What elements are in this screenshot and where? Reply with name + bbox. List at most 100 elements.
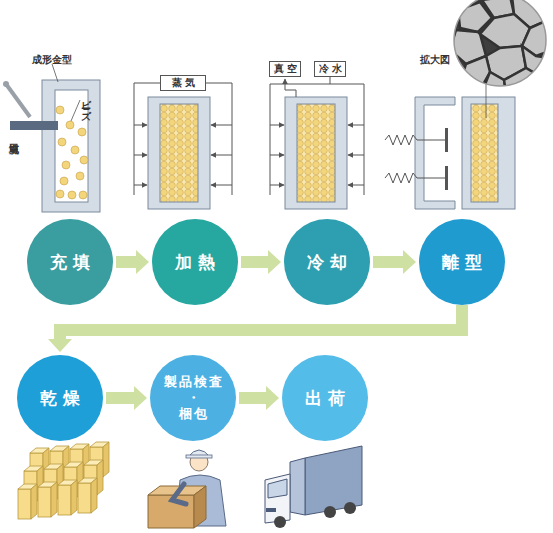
flow-arrow [106,386,147,410]
dried-foam-blocks-part [78,478,97,513]
node-text: 離型 [442,253,488,272]
filling-mold-part-part [79,191,87,199]
arrow-shaft [106,392,134,404]
filling-mold-part-part [76,172,84,180]
foam-magnified-view-part [454,0,546,86]
demolding-mold-part [486,84,487,118]
part-label: 成形金型 [32,54,72,65]
part-label: 拡大図 [420,54,450,65]
node-text: 蒸気 [172,77,198,89]
demolding-mold-part-part [385,173,446,183]
foam-magnified-view-part-part [504,68,546,96]
heating-mold-part [134,83,160,195]
foam-magnified-view-part-part [482,72,506,92]
node-text: 乾燥 [40,389,86,408]
node-text: 出荷 [305,389,351,408]
filling-mold-part-part [62,161,70,169]
dried-foam-blocks-part [38,482,57,517]
cooling-mold [270,77,364,209]
filling-mold [3,64,100,212]
process-step-circle: 出荷 [282,355,368,441]
node-text: 冷却 [307,253,353,272]
process-step-circle: 製品検査 ・ 梱包 [150,355,236,441]
demolding-mold-part [445,128,448,152]
delivery-truck-part [274,516,286,528]
heating-mold-part [134,125,232,185]
cooling-mold-part-part [270,155,284,156]
cooling-mold-part-part [270,185,284,186]
arrow-head [134,386,147,410]
flow-arrow [116,250,149,274]
heating-mold-part [148,97,210,209]
delivery-truck-part [305,446,362,515]
heating-mold-part-part [134,155,147,156]
arrow-head [136,250,149,274]
demolding-mold-part-part [385,135,446,145]
medium-label-box: 真空 [269,61,301,77]
delivery-truck-part [266,508,276,512]
heating-mold-part [160,104,198,202]
filling-mold-part-part [66,121,74,129]
delivery-truck [265,446,362,528]
arrow-head [48,339,72,352]
arrow-shaft [239,392,266,404]
arrow-shaft [116,256,136,268]
arrow-head [266,386,279,410]
cooling-mold-part [330,77,364,195]
process-step-circle: 冷却 [284,219,370,305]
arrow-head [268,250,281,274]
demolding-mold-part [415,97,455,209]
cooling-mold-part [285,79,296,97]
node-text: 冷水 [319,63,345,75]
filling-mold-part [42,80,100,212]
filling-mold-part [56,106,88,199]
cooling-mold-part-part [348,185,364,186]
process-step-circle: 離型 [419,219,505,305]
delivery-truck-part [265,474,290,523]
inspector-figure-part [172,484,186,504]
flow-arrow [48,305,462,352]
demolding-mold-part [385,135,446,183]
cooling-mold-part [270,84,330,195]
arrow-shaft [373,256,403,268]
filling-mold-part-part [78,128,86,136]
heating-mold [134,83,232,209]
dried-foam-blocks-part [58,480,77,515]
filling-mold-part-part [80,156,88,164]
filling-mold-part [10,121,58,130]
filling-mold-part [3,81,9,87]
node-text: 加熱 [175,253,221,272]
part-label: ビーズ [80,92,91,114]
demolding-mold-part [471,104,498,202]
heating-mold-part-part [134,185,147,186]
delivery-truck-part [268,479,287,498]
cooling-mold-part-part [348,155,364,156]
arrow-shaft [241,256,268,268]
dried-foam-blocks-part [18,484,37,519]
arrow-head [403,250,416,274]
filling-mold-part [71,100,80,121]
demolding-mold-part [462,97,515,209]
filling-mold-part-part [56,190,64,198]
inspector-figure-part [186,455,212,458]
inspector-figure [148,450,226,528]
demolding-mold [385,84,515,209]
filling-mold-part-part [68,191,76,199]
process-step-circle: 乾燥 [17,355,103,441]
dried-foam-blocks [18,442,109,519]
cooling-mold-part-part [348,125,364,126]
cooling-mold-part [297,104,335,202]
inspector-figure-part [194,486,206,528]
medium-label-box: 冷水 [314,61,346,77]
filling-mold-part-part [71,146,79,154]
arrow-shaft [60,305,462,339]
medium-label-box: 蒸気 [160,75,206,91]
foam-magnified-view [450,0,552,96]
filling-mold-part [6,84,30,117]
node-text: 充填 [50,253,96,272]
demolding-mold-part [445,166,448,190]
flow-arrow [239,386,279,410]
filling-mold-part-part [60,177,68,185]
heating-mold-part-part [211,185,232,186]
node-text: 製品検査 ・ 梱包 [164,374,224,422]
